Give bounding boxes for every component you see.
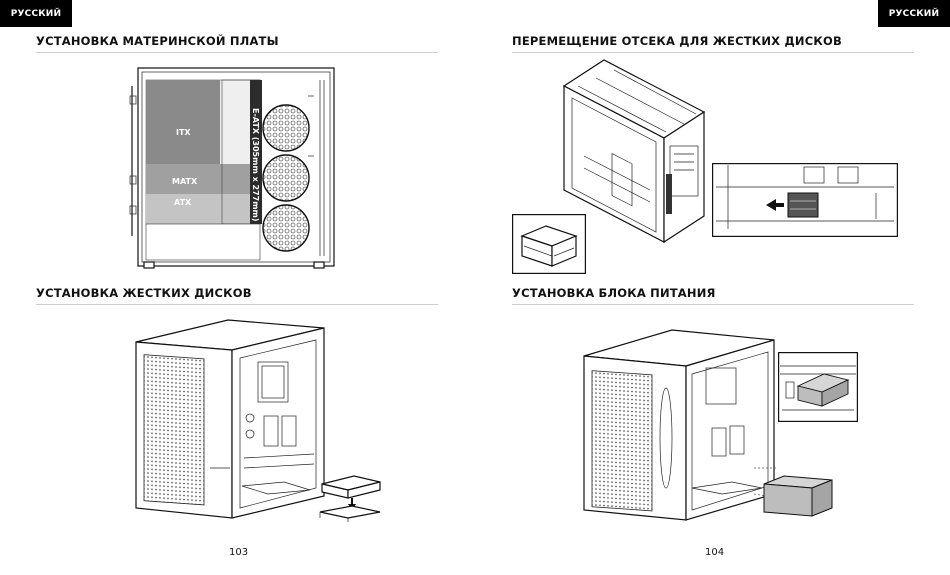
motherboard-heading: УСТАНОВКА МАТЕРИНСКОЙ ПЛАТЫ	[36, 34, 279, 48]
drive-cage-heading: ПЕРЕМЕЩЕНИЕ ОТСЕКА ДЛЯ ЖЕСТКИХ ДИСКОВ	[512, 34, 842, 48]
page-number-right: 104	[705, 547, 725, 558]
motherboard-size-diagram: ITX MATX ATX E-ATX (305mm x 277mm)	[129, 67, 335, 269]
drive-cage-slide-inset	[712, 163, 898, 237]
itx-region	[146, 80, 220, 164]
drives-heading: УСТАНОВКА ЖЕСТКИХ ДИСКОВ	[36, 286, 252, 300]
psu-rule	[512, 304, 914, 305]
eatx-strip	[250, 80, 262, 224]
language-tab-left: РУССКИЙ	[0, 0, 72, 27]
motherboard-rule	[36, 52, 438, 53]
atx-label: ATX	[174, 198, 192, 207]
drive-sled-illustration	[319, 475, 381, 522]
itx-label: ITX	[176, 128, 191, 137]
matx-label: MATX	[172, 177, 198, 186]
drives-rule	[36, 304, 438, 305]
drive-cage-rule	[512, 52, 914, 53]
psu-detail-inset	[778, 352, 858, 422]
eatx-label: E-ATX (305mm x 277mm)	[251, 108, 260, 222]
atx-region	[146, 194, 260, 224]
drive-install-illustration	[135, 319, 325, 519]
drive-cage-case-illustration	[562, 59, 706, 244]
drive-cage-inset	[512, 214, 586, 274]
psu-install-illustration	[583, 329, 778, 521]
language-tab-right: РУССКИЙ	[878, 0, 950, 27]
psu-heading: УСТАНОВКА БЛОКА ПИТАНИЯ	[512, 286, 716, 300]
matx-region	[146, 164, 260, 194]
page-number-left: 103	[229, 547, 249, 558]
psu-unit-illustration	[763, 475, 833, 517]
slide-arrow-icon	[766, 199, 784, 211]
